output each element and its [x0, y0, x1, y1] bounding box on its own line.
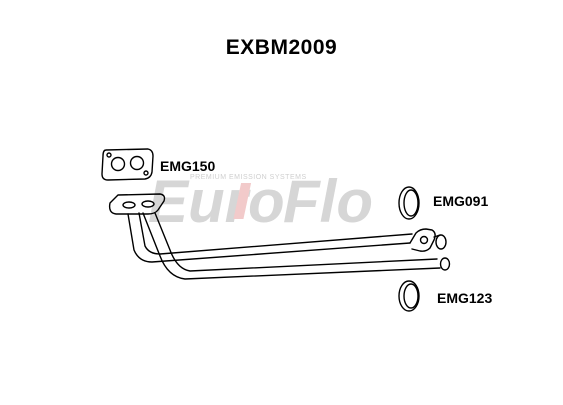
gasket-hole-right	[129, 155, 145, 171]
ring-emg091	[398, 186, 420, 220]
outlet-stub-upper	[435, 234, 447, 250]
ring-emg123	[398, 280, 420, 312]
pipe-lower-top-edge	[154, 212, 438, 272]
ring-emg091-inner	[403, 189, 419, 217]
gasket-bolt-hole-1	[106, 152, 112, 158]
part-label-emg123: EMG123	[437, 290, 493, 306]
part-label-emg150: EMG150	[160, 158, 216, 174]
diagram-title: EXBM2009	[225, 36, 338, 59]
part-label-emg091: EMG091	[433, 193, 489, 209]
outlet-flange-hole	[419, 235, 429, 245]
front-pipe-assembly	[108, 193, 451, 280]
watermark-accent	[233, 183, 252, 219]
gasket-emg150	[101, 148, 154, 181]
watermark-tagline: PREMIUM EMISSION SYSTEMS	[190, 174, 307, 181]
outlet-stub-upper-edge	[433, 234, 441, 238]
watermark-brand-part1: Euro	[148, 168, 285, 235]
gasket-hole-left	[110, 156, 126, 172]
watermark: Euro Flo PREMIUM EMISSION SYSTEMS	[148, 168, 373, 235]
pipe-upper-bottom-edge	[127, 213, 411, 263]
flange-port-right	[141, 200, 155, 208]
outlet-stub-lower	[439, 257, 451, 271]
pipe-upper-top-edge	[138, 212, 413, 255]
pipe-lower-bottom-edge	[142, 212, 441, 280]
watermark-brand-part2: Flo	[283, 168, 373, 235]
gasket-outline	[101, 148, 154, 181]
flange-port-left	[122, 201, 136, 209]
ring-emg123-outer	[398, 280, 420, 312]
ring-emg123-inner	[403, 283, 419, 309]
ring-emg091-outer	[398, 186, 420, 220]
pipe-outlet-flange	[409, 228, 436, 252]
gasket-bolt-hole-2	[143, 170, 149, 176]
